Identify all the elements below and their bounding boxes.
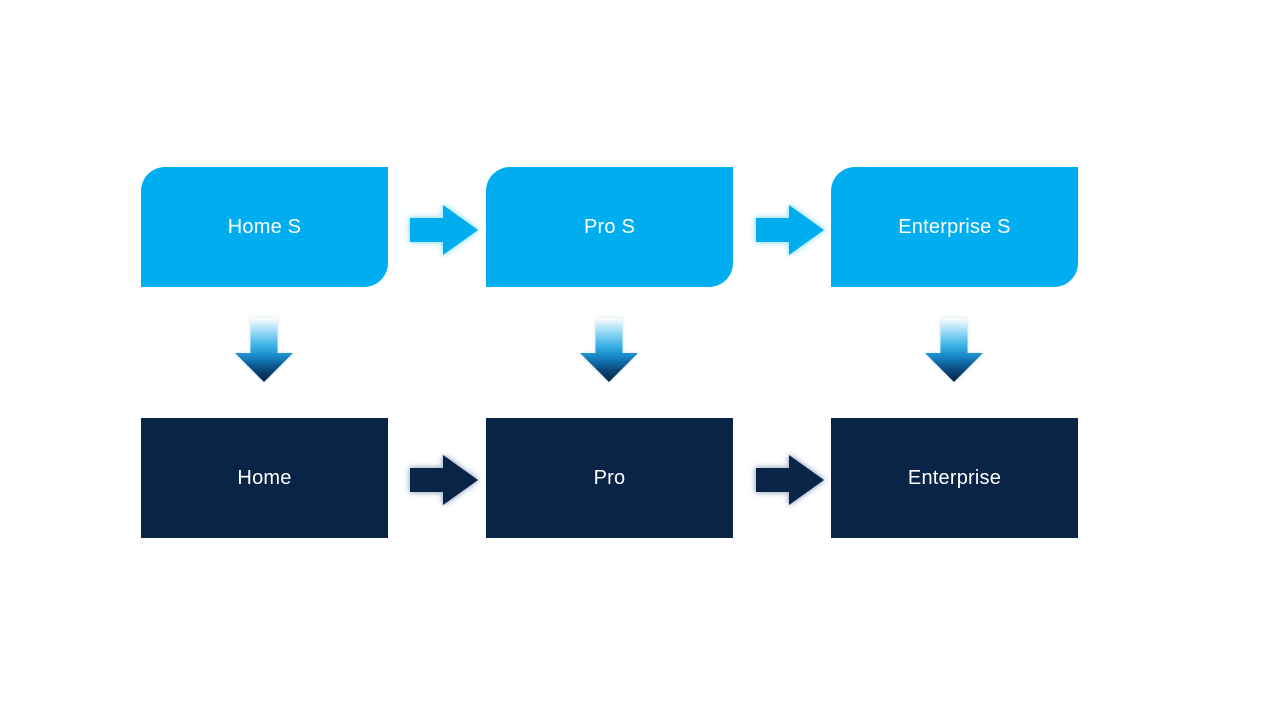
- down-arrow-icon: [925, 318, 983, 382]
- box-pro-s: Pro S: [486, 167, 733, 287]
- box-enterprise-s-label: Enterprise S: [898, 215, 1011, 238]
- box-home-s: Home S: [141, 167, 388, 287]
- box-home-s-label: Home S: [227, 215, 302, 238]
- box-pro-label: Pro: [593, 466, 626, 489]
- right-arrow-icon: [410, 455, 478, 505]
- down-arrow-icon: [235, 318, 293, 382]
- box-home: Home: [141, 418, 388, 538]
- box-pro: Pro: [486, 418, 733, 538]
- right-arrow-icon: [756, 205, 824, 255]
- box-enterprise: Enterprise: [831, 418, 1078, 538]
- box-enterprise-s: Enterprise S: [831, 167, 1078, 287]
- down-arrow-icon: [580, 318, 638, 382]
- box-enterprise-label: Enterprise: [907, 466, 1002, 489]
- box-home-label: Home: [237, 466, 292, 489]
- right-arrow-icon: [756, 455, 824, 505]
- box-pro-s-label: Pro S: [583, 215, 636, 238]
- right-arrow-icon: [410, 205, 478, 255]
